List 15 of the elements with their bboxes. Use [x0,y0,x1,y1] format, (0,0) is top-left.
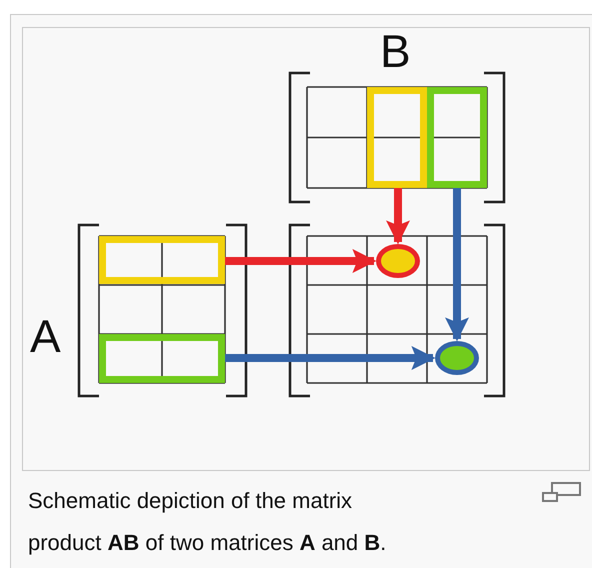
matrix [288,223,506,398]
arrow [386,188,410,244]
arrow [225,346,436,370]
row-highlight [99,334,225,383]
caption: Schematic depiction of the matrix product AB of two matrices A and B. [28,487,388,557]
result-circle [376,244,420,278]
matrix [30,223,248,398]
row-highlight [99,236,225,284]
column-highlight [427,87,487,188]
matrix-label: A [30,313,61,359]
result-circle [435,341,479,375]
arrow [445,188,469,342]
matrix-label: B [380,28,411,74]
column-highlight [367,87,427,188]
arrow [225,249,376,273]
